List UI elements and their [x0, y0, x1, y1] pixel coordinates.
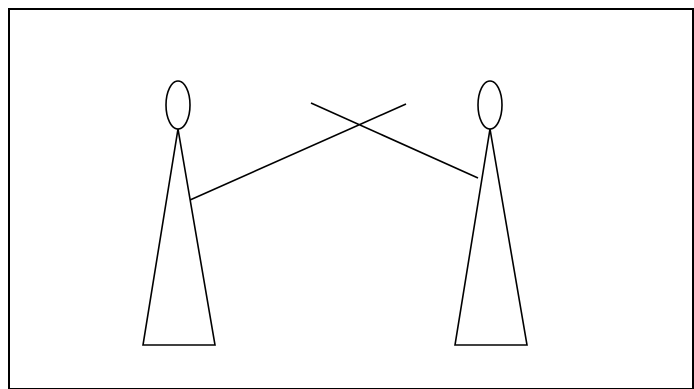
right-figure-head: [478, 81, 502, 129]
left-figure-head: [166, 81, 190, 129]
frame: [9, 9, 693, 389]
